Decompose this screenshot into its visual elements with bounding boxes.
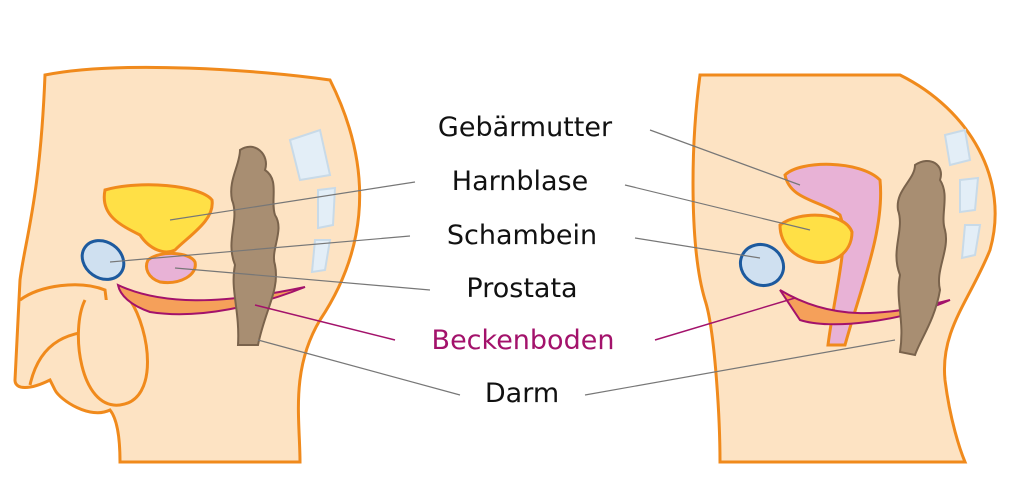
label-bladder: Harnblase xyxy=(451,166,589,197)
label-prostate: Prostata xyxy=(466,273,578,304)
male-body xyxy=(13,65,362,464)
female-bowel xyxy=(895,160,947,357)
male-pubic-bone xyxy=(80,239,126,281)
female-pelvic-floor xyxy=(779,289,951,326)
female-uterus xyxy=(783,162,883,347)
male-scrotum xyxy=(76,299,149,407)
female-pubic-bone xyxy=(738,242,786,288)
label-pelvic-floor: Beckenboden xyxy=(431,325,615,356)
male-spine xyxy=(288,128,337,274)
leader-lines xyxy=(109,129,896,396)
female-spine xyxy=(943,128,982,260)
label-bowel: Darm xyxy=(484,378,560,409)
female-body xyxy=(691,73,997,464)
male-prostate xyxy=(145,252,197,285)
label-uterus: Gebärmutter xyxy=(437,112,613,143)
label-pubic-bone: Schambein xyxy=(446,220,598,251)
male-bladder xyxy=(102,183,214,254)
pelvic-floor-leader-lines xyxy=(254,297,796,341)
male-bowel xyxy=(230,145,280,346)
